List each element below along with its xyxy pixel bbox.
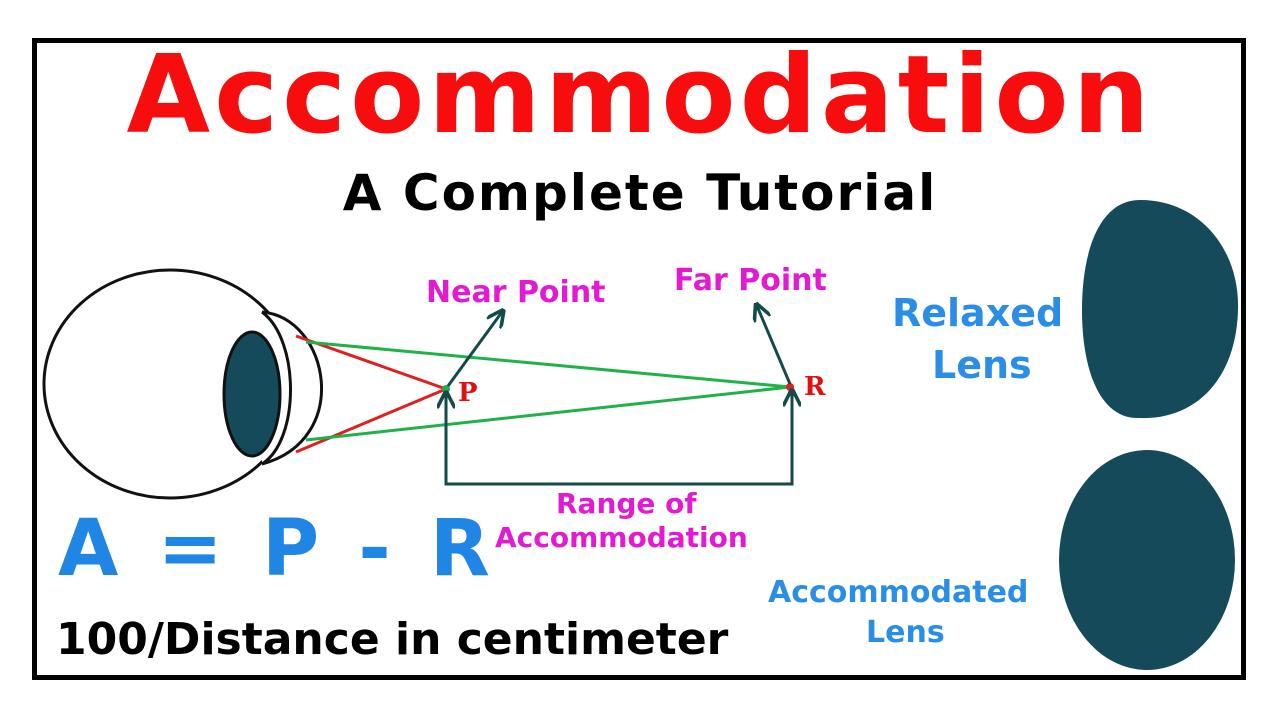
cornea-inner <box>261 310 292 466</box>
relaxed-lens-label-line2: Lens <box>932 343 1032 387</box>
accommodation-formula: A = P - R <box>58 504 496 594</box>
range-bracket <box>444 392 794 486</box>
near-point-arrow <box>446 312 502 387</box>
near-ray-bottom <box>295 387 447 454</box>
accommodated-lens-label-line2: Lens <box>866 615 945 650</box>
far-point-label: Far Point <box>674 263 827 298</box>
range-label-line1: Range of <box>556 487 697 520</box>
accommodated-lens-shape <box>1059 450 1235 670</box>
formula-footnote: 100/Distance in centimeter <box>56 614 729 665</box>
far-point-arrow <box>757 306 792 385</box>
near-point-label: Near Point <box>426 275 606 310</box>
point-p-label: P <box>458 378 478 408</box>
page-subtitle: A Complete Tutorial <box>342 164 938 222</box>
far-ray-top <box>305 340 791 389</box>
relaxed-lens-label-line1: Relaxed <box>892 291 1064 335</box>
point-r-label: R <box>804 372 826 402</box>
far-ray-bottom <box>305 385 791 442</box>
accommodated-lens-label-line1: Accommodated <box>768 575 1029 610</box>
eye-lens <box>222 330 282 458</box>
point-r-dot <box>786 383 794 391</box>
range-label-line2: Accommodation <box>495 521 748 554</box>
page-title: Accommodation <box>126 33 1154 158</box>
relaxed-lens-shape <box>1082 200 1239 419</box>
